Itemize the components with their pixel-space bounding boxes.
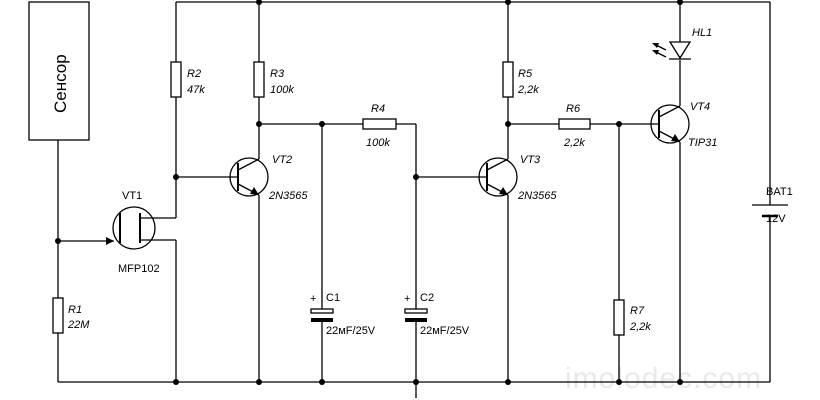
- vt1-value: MFP102: [118, 263, 160, 275]
- transistor-vt1: VT1 MFP102: [58, 190, 177, 382]
- watermark: imolodec.com: [565, 362, 762, 395]
- r3-ref: R3: [270, 68, 285, 80]
- bat1-value: 12V: [766, 213, 786, 225]
- r4-ref: R4: [371, 103, 385, 115]
- sensor-label: Сенсор: [51, 54, 70, 113]
- transistor-vt4: VT4 TIP31: [650, 60, 717, 382]
- c2-ref: C2: [420, 292, 434, 304]
- led-hl1: HL1: [652, 2, 712, 60]
- r2-value: 47k: [187, 84, 205, 96]
- c2-value: 22мF/25V: [420, 325, 470, 337]
- c1-polarity: +: [310, 293, 316, 305]
- vt3-ref: VT3: [520, 154, 541, 166]
- resistor-r5: R5 2,2k: [502, 2, 539, 124]
- r1-ref: R1: [68, 304, 82, 316]
- r3-value: 100k: [270, 84, 294, 96]
- vt2-ref: VT2: [272, 154, 292, 166]
- battery-bat1: BAT1 12V: [752, 186, 793, 225]
- resistor-r1: R1 22M: [52, 241, 90, 382]
- resistor-r4: R4 100k: [362, 103, 417, 309]
- r5-ref: R5: [518, 68, 533, 80]
- r7-ref: R7: [630, 305, 645, 317]
- resistor-r6: R6 2,2k: [508, 103, 659, 149]
- bat1-ref: BAT1: [766, 186, 793, 198]
- r1-value: 22M: [67, 319, 90, 331]
- r7-value: 2,2k: [629, 321, 651, 333]
- vt1-ref: VT1: [122, 190, 142, 202]
- vt2-value: 2N3565: [268, 190, 308, 202]
- c2-polarity: +: [404, 293, 410, 305]
- vt4-value: TIP31: [688, 137, 717, 149]
- sensor-plate: Сенсор: [28, 1, 90, 241]
- r6-value: 2,2k: [563, 137, 585, 149]
- c1-value: 22мF/25V: [326, 325, 376, 337]
- transistor-vt3: VT3 2N3565: [416, 124, 557, 382]
- r6-ref: R6: [566, 103, 581, 115]
- junction-dots: [55, 0, 683, 385]
- r4-value: 100k: [366, 137, 390, 149]
- top-rail: [176, 1, 771, 205]
- c1-ref: C1: [326, 292, 340, 304]
- capacitor-c1: + C1 22мF/25V: [310, 124, 376, 382]
- transistor-vt2: VT2 2N3565: [176, 124, 308, 382]
- hl1-ref: HL1: [692, 27, 712, 39]
- resistor-r2: R2 47k: [170, 2, 205, 218]
- resistor-r3: R3 100k: [253, 2, 294, 124]
- resistor-r7: R7 2,2k: [613, 124, 651, 382]
- vt3-value: 2N3565: [517, 190, 557, 202]
- vt4-ref: VT4: [690, 101, 710, 113]
- capacitor-c2: + C2 22мF/25V: [404, 292, 470, 382]
- r2-ref: R2: [187, 68, 201, 80]
- r5-value: 2,2k: [517, 84, 539, 96]
